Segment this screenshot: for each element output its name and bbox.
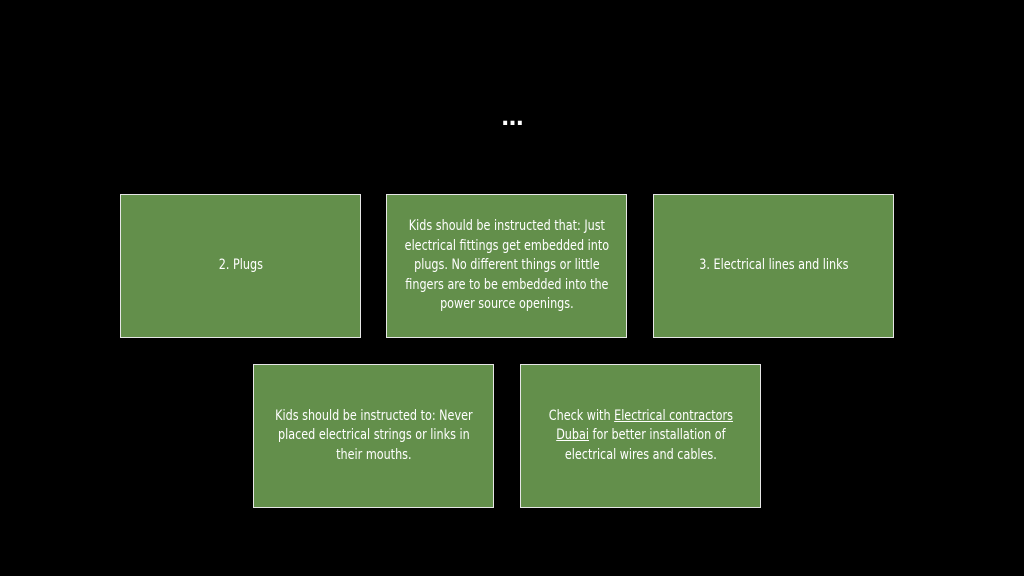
box-text: Check with Electrical contractors Dubai … xyxy=(531,407,750,466)
box-text: Kids should be instructed to: Never plac… xyxy=(274,407,473,463)
content-box-contractors: Check with Electrical contractors Dubai … xyxy=(520,364,761,508)
slide-title: … xyxy=(501,106,524,131)
box-text-prefix: Check with xyxy=(548,407,614,424)
content-box-lines-and-links: 3. Electrical lines and links xyxy=(653,194,894,338)
electrical-contractors-link[interactable]: Electrical contractors Dubai xyxy=(555,407,733,444)
box-text-suffix: for better installation of electrical wi… xyxy=(564,427,726,463)
box-text: 2. Plugs xyxy=(218,257,263,274)
content-box-strings-instructions: Kids should be instructed to: Never plac… xyxy=(253,364,494,508)
box-text: Kids should be instructed that: Just ele… xyxy=(404,218,609,313)
box-text: 3. Electrical lines and links xyxy=(698,257,849,274)
content-box-plug-instructions: Kids should be instructed that: Just ele… xyxy=(386,194,627,338)
content-box-plugs: 2. Plugs xyxy=(120,194,361,338)
